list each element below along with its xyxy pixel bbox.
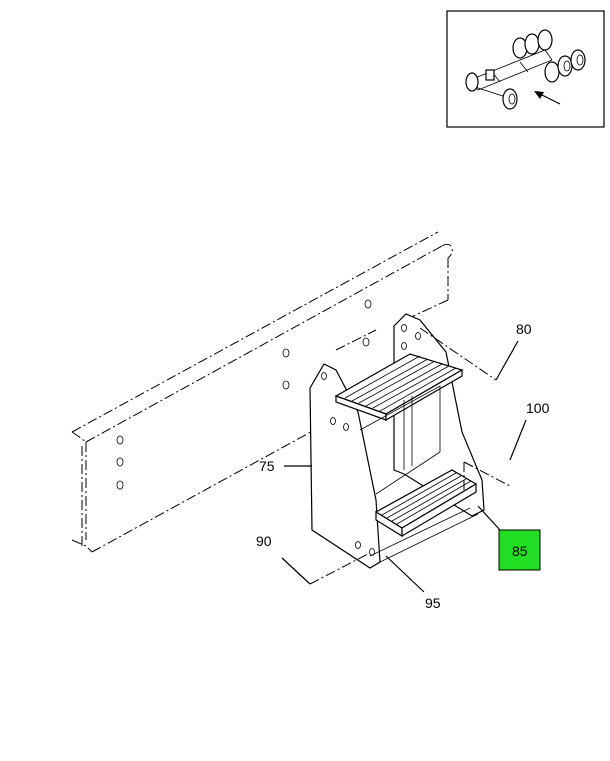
callout-85[interactable]: 85 [477, 505, 541, 571]
location-arrow-icon [534, 91, 561, 105]
callout-85-label: 85 [512, 543, 528, 559]
callout-100-label: 100 [526, 400, 550, 416]
rail-hole [282, 348, 290, 358]
rail-hole [116, 480, 124, 490]
callout-75-label: 75 [259, 458, 275, 474]
frame-rail [71, 231, 453, 553]
callout-90[interactable]: 90 [256, 533, 311, 585]
rail-hole [364, 299, 372, 309]
step-assembly [309, 313, 511, 585]
callout-75[interactable]: 75 [259, 458, 312, 474]
callout-95[interactable]: 95 [385, 555, 441, 611]
truck-chassis-icon [465, 29, 586, 110]
callout-80[interactable]: 80 [495, 321, 532, 381]
rail-hole [116, 435, 124, 445]
callout-80-label: 80 [516, 321, 532, 337]
locator-inset [446, 10, 605, 128]
callout-100[interactable]: 100 [509, 400, 550, 461]
callout-85-highlight [498, 529, 541, 571]
rail-hole [282, 380, 290, 390]
rail-hole [116, 457, 124, 467]
rail-hole [362, 337, 370, 347]
callout-95-label: 95 [425, 595, 441, 611]
callout-90-label: 90 [256, 533, 272, 549]
